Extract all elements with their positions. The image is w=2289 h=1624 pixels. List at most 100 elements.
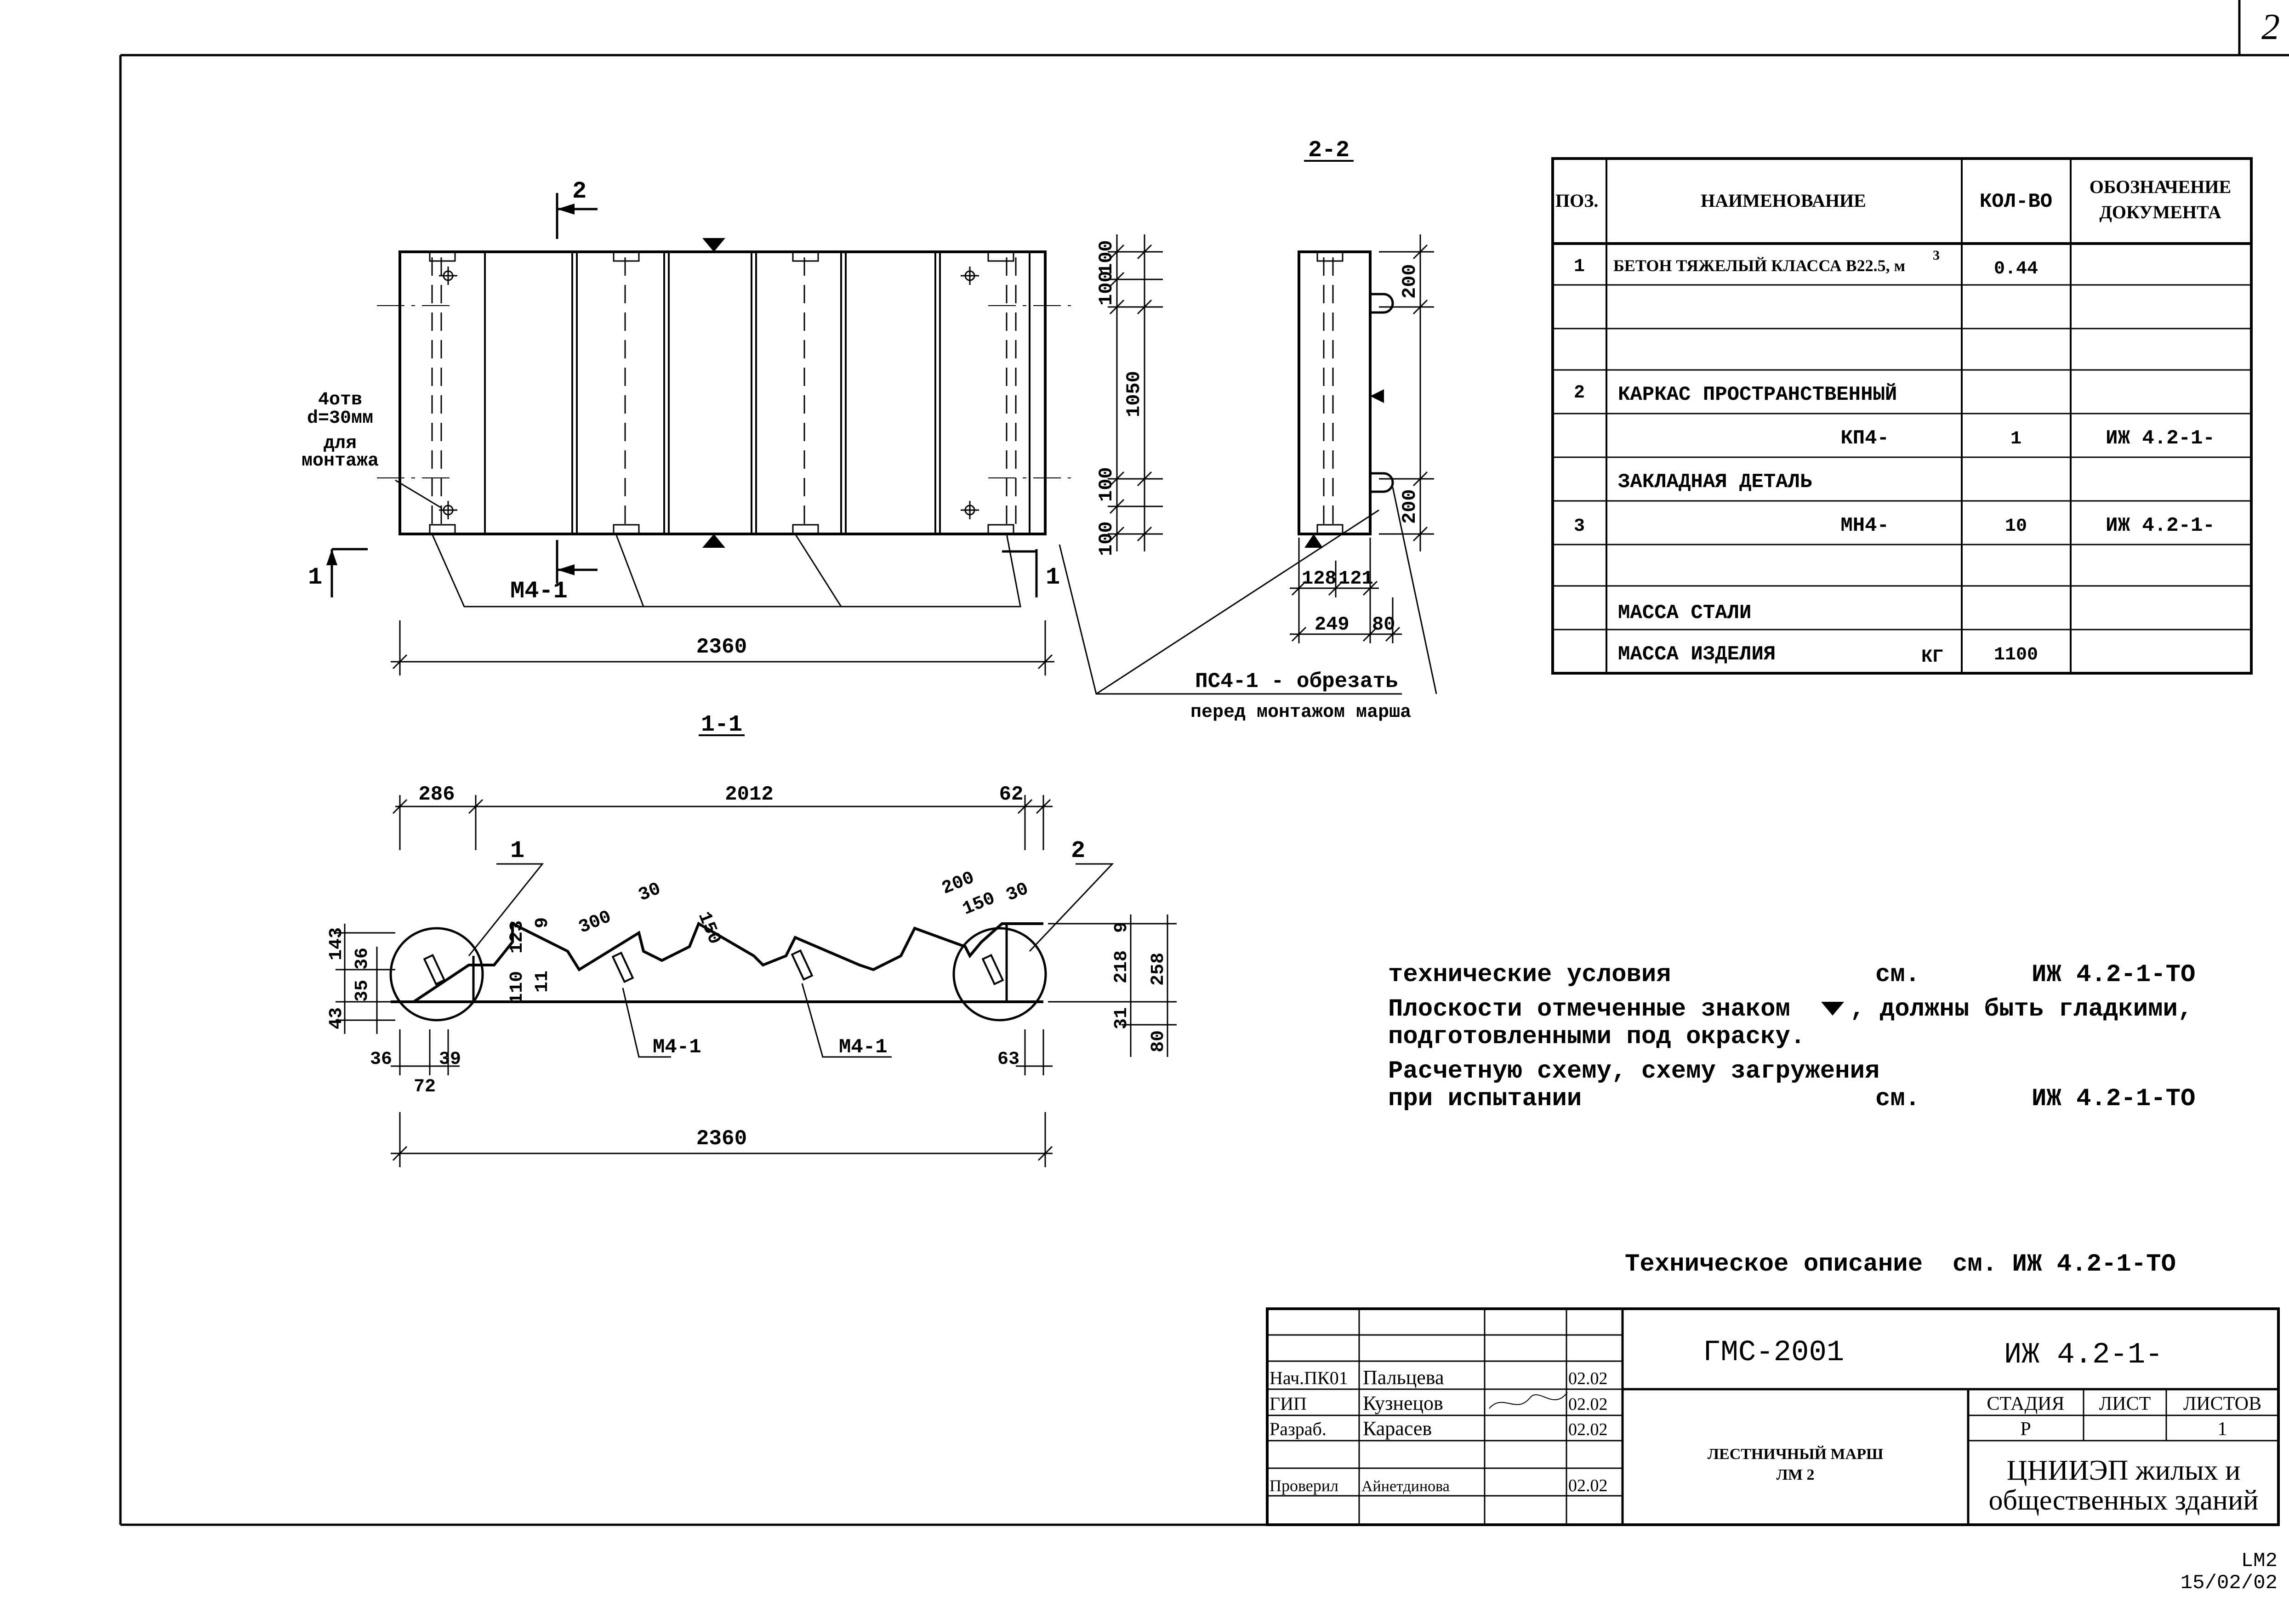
svg-text:ЛИСТОВ: ЛИСТОВ <box>2183 1393 2261 1414</box>
svg-text:1: 1 <box>2218 1419 2227 1440</box>
svg-text:Нач.ПК01: Нач.ПК01 <box>1270 1368 1348 1388</box>
spec-header-doc-2: ДОКУМЕНТА <box>2099 202 2221 222</box>
svg-text:72: 72 <box>414 1077 436 1097</box>
svg-text:Айнетдинова: Айнетдинова <box>1361 1478 1450 1495</box>
svg-text:для: для <box>324 433 357 454</box>
svg-text:d=30мм: d=30мм <box>307 408 373 429</box>
svg-text:300: 300 <box>576 907 615 938</box>
svg-text:Разраб.: Разраб. <box>1270 1419 1327 1439</box>
svg-text:100: 100 <box>1095 240 1117 275</box>
svg-text:БЕТОН ТЯЖЕЛЫЙ КЛАССА В22.5, м: БЕТОН ТЯЖЕЛЫЙ КЛАССА В22.5, м <box>1613 256 1905 275</box>
plot-code: LM2 <box>2241 1550 2278 1573</box>
svg-text:МН4-: МН4- <box>1840 514 1889 537</box>
svg-text:ГИП: ГИП <box>1270 1393 1307 1414</box>
plan-section-right-label: 1 <box>1046 564 1060 591</box>
holes-note: 4отв d=30мм для монтажа <box>302 390 379 471</box>
svg-text:см.: см. <box>1875 1085 1920 1113</box>
svg-text:9: 9 <box>1111 922 1132 933</box>
svg-text:200: 200 <box>1399 264 1421 299</box>
svg-text:ЗАКЛАДНАЯ ДЕТАЛЬ: ЗАКЛАДНАЯ ДЕТАЛЬ <box>1618 471 1812 494</box>
svg-text:3: 3 <box>1574 516 1585 537</box>
svg-text:2012: 2012 <box>725 783 774 806</box>
svg-text:218: 218 <box>1111 950 1132 983</box>
svg-text:9: 9 <box>532 917 553 928</box>
svg-text:150: 150 <box>960 888 998 920</box>
svg-text:200: 200 <box>1399 489 1421 524</box>
loop-cut-note: ПС4-1 - обрезать <box>1195 670 1398 693</box>
technical-description-note: Техническое описание см. ИЖ 4.2-1-ТО <box>1625 1250 2176 1278</box>
org-name-2: общественных зданий <box>1989 1485 2259 1516</box>
svg-text:31: 31 <box>1111 1007 1132 1029</box>
svg-text:1050: 1050 <box>1123 371 1145 417</box>
svg-text:80: 80 <box>1148 1030 1169 1052</box>
svg-text:1: 1 <box>1574 256 1585 277</box>
svg-text:Карасев: Карасев <box>1363 1417 1432 1440</box>
svg-text:02.02: 02.02 <box>1568 1369 1608 1388</box>
plan-section-top-label: 2 <box>572 178 586 205</box>
drawing-name-2: ЛМ 2 <box>1777 1466 1815 1483</box>
svg-text:монтажа: монтажа <box>302 451 379 471</box>
svg-text:СТАДИЯ: СТАДИЯ <box>1987 1393 2065 1414</box>
spec-header-name: НАИМЕНОВАНИЕ <box>1701 190 1866 211</box>
svg-text:249: 249 <box>1315 613 1349 636</box>
svg-text:Проверил: Проверил <box>1270 1476 1338 1495</box>
section-1-1-bottom-dims: 36 39 72 63 <box>370 1049 1019 1097</box>
section-1-1-embedded-label-1: М4-1 <box>653 1036 701 1059</box>
svg-text:, должны быть гладкими,: , должны быть гладкими, <box>1850 995 2192 1023</box>
svg-text:1: 1 <box>2010 429 2021 449</box>
svg-text:36: 36 <box>370 1049 392 1070</box>
svg-text:100: 100 <box>1095 271 1117 306</box>
detail-marker-2: 2 <box>1071 837 1085 864</box>
spec-table-text: ПОЗ. НАИМЕНОВАНИЕ КОЛ-ВО ОБОЗНАЧЕНИЕ ДОК… <box>1555 176 2231 668</box>
svg-text:36: 36 <box>352 948 373 970</box>
svg-text:110: 110 <box>507 971 528 1004</box>
svg-text:02.02: 02.02 <box>1568 1395 1608 1414</box>
svg-text:39: 39 <box>439 1049 461 1070</box>
plan-embedded-label: М4-1 <box>510 578 568 605</box>
svg-text:КП4-: КП4- <box>1840 427 1889 450</box>
section-1-1-title: 1-1 <box>701 712 742 738</box>
svg-text:02.02: 02.02 <box>1568 1476 1608 1495</box>
sheet-frame <box>119 0 2289 1526</box>
svg-text:при испытании: при испытании <box>1388 1085 1582 1113</box>
spec-header-pos: ПОЗ. <box>1555 190 1598 211</box>
section-1-1-top-dims: 286 2012 62 <box>418 783 1023 806</box>
svg-text:100: 100 <box>1095 467 1117 502</box>
svg-text:123: 123 <box>507 920 528 954</box>
svg-text:258: 258 <box>1148 953 1169 986</box>
svg-text:43: 43 <box>326 1007 347 1029</box>
svg-text:121: 121 <box>1338 568 1373 590</box>
svg-text:63: 63 <box>997 1049 1019 1070</box>
drawing-name-1: ЛЕСТНИЧНЫЙ МАРШ <box>1708 1446 1884 1463</box>
svg-text:200: 200 <box>939 868 978 899</box>
svg-text:02.02: 02.02 <box>1568 1420 1608 1439</box>
svg-text:30: 30 <box>1003 879 1031 906</box>
plan-overall-dim: 2360 <box>696 635 747 659</box>
svg-text:см.: см. <box>1875 961 1920 989</box>
svg-text:Расчетную схему, схему загруже: Расчетную схему, схему загружения <box>1388 1057 1879 1085</box>
section-1-1 <box>336 734 1177 1167</box>
svg-text:Плоскости отмеченные знаком: Плоскости отмеченные знаком <box>1388 995 1790 1023</box>
project-code: ГМС-2001 <box>1703 1336 1844 1369</box>
spec-table <box>1551 157 2253 675</box>
svg-text:Кузнецов: Кузнецов <box>1363 1392 1443 1414</box>
section-2-2-title: 2-2 <box>1308 137 1349 164</box>
plan-right-dims: 100 100 1050 100 100 <box>1095 240 1145 556</box>
org-name-1: ЦНИИЭП жилых и <box>2007 1455 2241 1486</box>
plan-section-left-label: 1 <box>308 564 322 591</box>
svg-text:30: 30 <box>636 879 664 906</box>
svg-text:0.44: 0.44 <box>1994 259 2038 279</box>
svg-text:технические условия: технические условия <box>1388 961 1671 989</box>
svg-text:4отв: 4отв <box>318 390 362 410</box>
spec-header-doc-1: ОБОЗНАЧЕНИЕ <box>2090 176 2231 197</box>
svg-text:150: 150 <box>693 909 725 948</box>
svg-text:Пальцева: Пальцева <box>1363 1366 1444 1389</box>
plot-date: 15/02/02 <box>2181 1572 2278 1595</box>
svg-text:МАССА СТАЛИ: МАССА СТАЛИ <box>1618 602 1751 625</box>
plan-view <box>326 193 1163 676</box>
svg-text:ИЖ 4.2-1-ТО: ИЖ 4.2-1-ТО <box>2032 961 2195 989</box>
svg-text:11: 11 <box>532 971 553 993</box>
title-block-text: ГМС-2001 ИЖ 4.2-1- СТАДИЯ ЛИСТ ЛИСТОВ Р … <box>1270 1336 2261 1516</box>
svg-text:286: 286 <box>418 783 455 806</box>
